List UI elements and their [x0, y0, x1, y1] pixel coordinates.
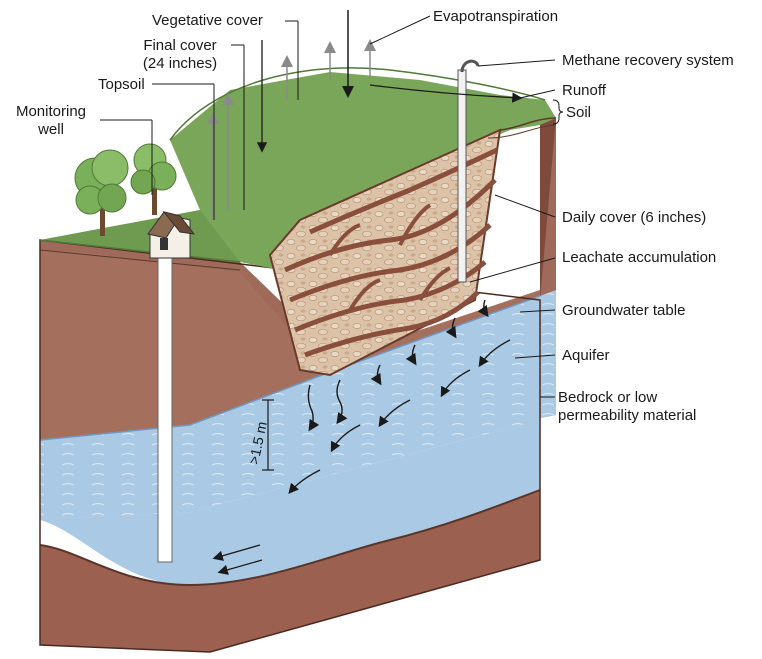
label-daily-cover: Daily cover (6 inches) [562, 209, 706, 226]
label-monitoring-well-line1: Monitoring [6, 103, 96, 120]
label-methane-recovery: Methane recovery system [562, 52, 734, 69]
label-groundwater-table: Groundwater table [562, 302, 685, 319]
label-topsoil: Topsoil [98, 76, 145, 93]
label-vegetative-cover: Vegetative cover [152, 12, 263, 29]
label-bedrock-line2: permeability material [558, 407, 696, 424]
label-aquifer: Aquifer [562, 347, 610, 364]
label-final-cover-line2: (24 inches) [130, 55, 230, 72]
label-soil: Soil [566, 104, 591, 121]
label-runoff: Runoff [562, 82, 606, 99]
label-monitoring-well-line2: well [6, 121, 96, 138]
label-bedrock-line1: Bedrock or low [558, 389, 657, 406]
label-leachate-accumulation: Leachate accumulation [562, 249, 716, 266]
label-evapotranspiration: Evapotranspiration [433, 8, 558, 25]
label-final-cover-line1: Final cover [130, 37, 230, 54]
